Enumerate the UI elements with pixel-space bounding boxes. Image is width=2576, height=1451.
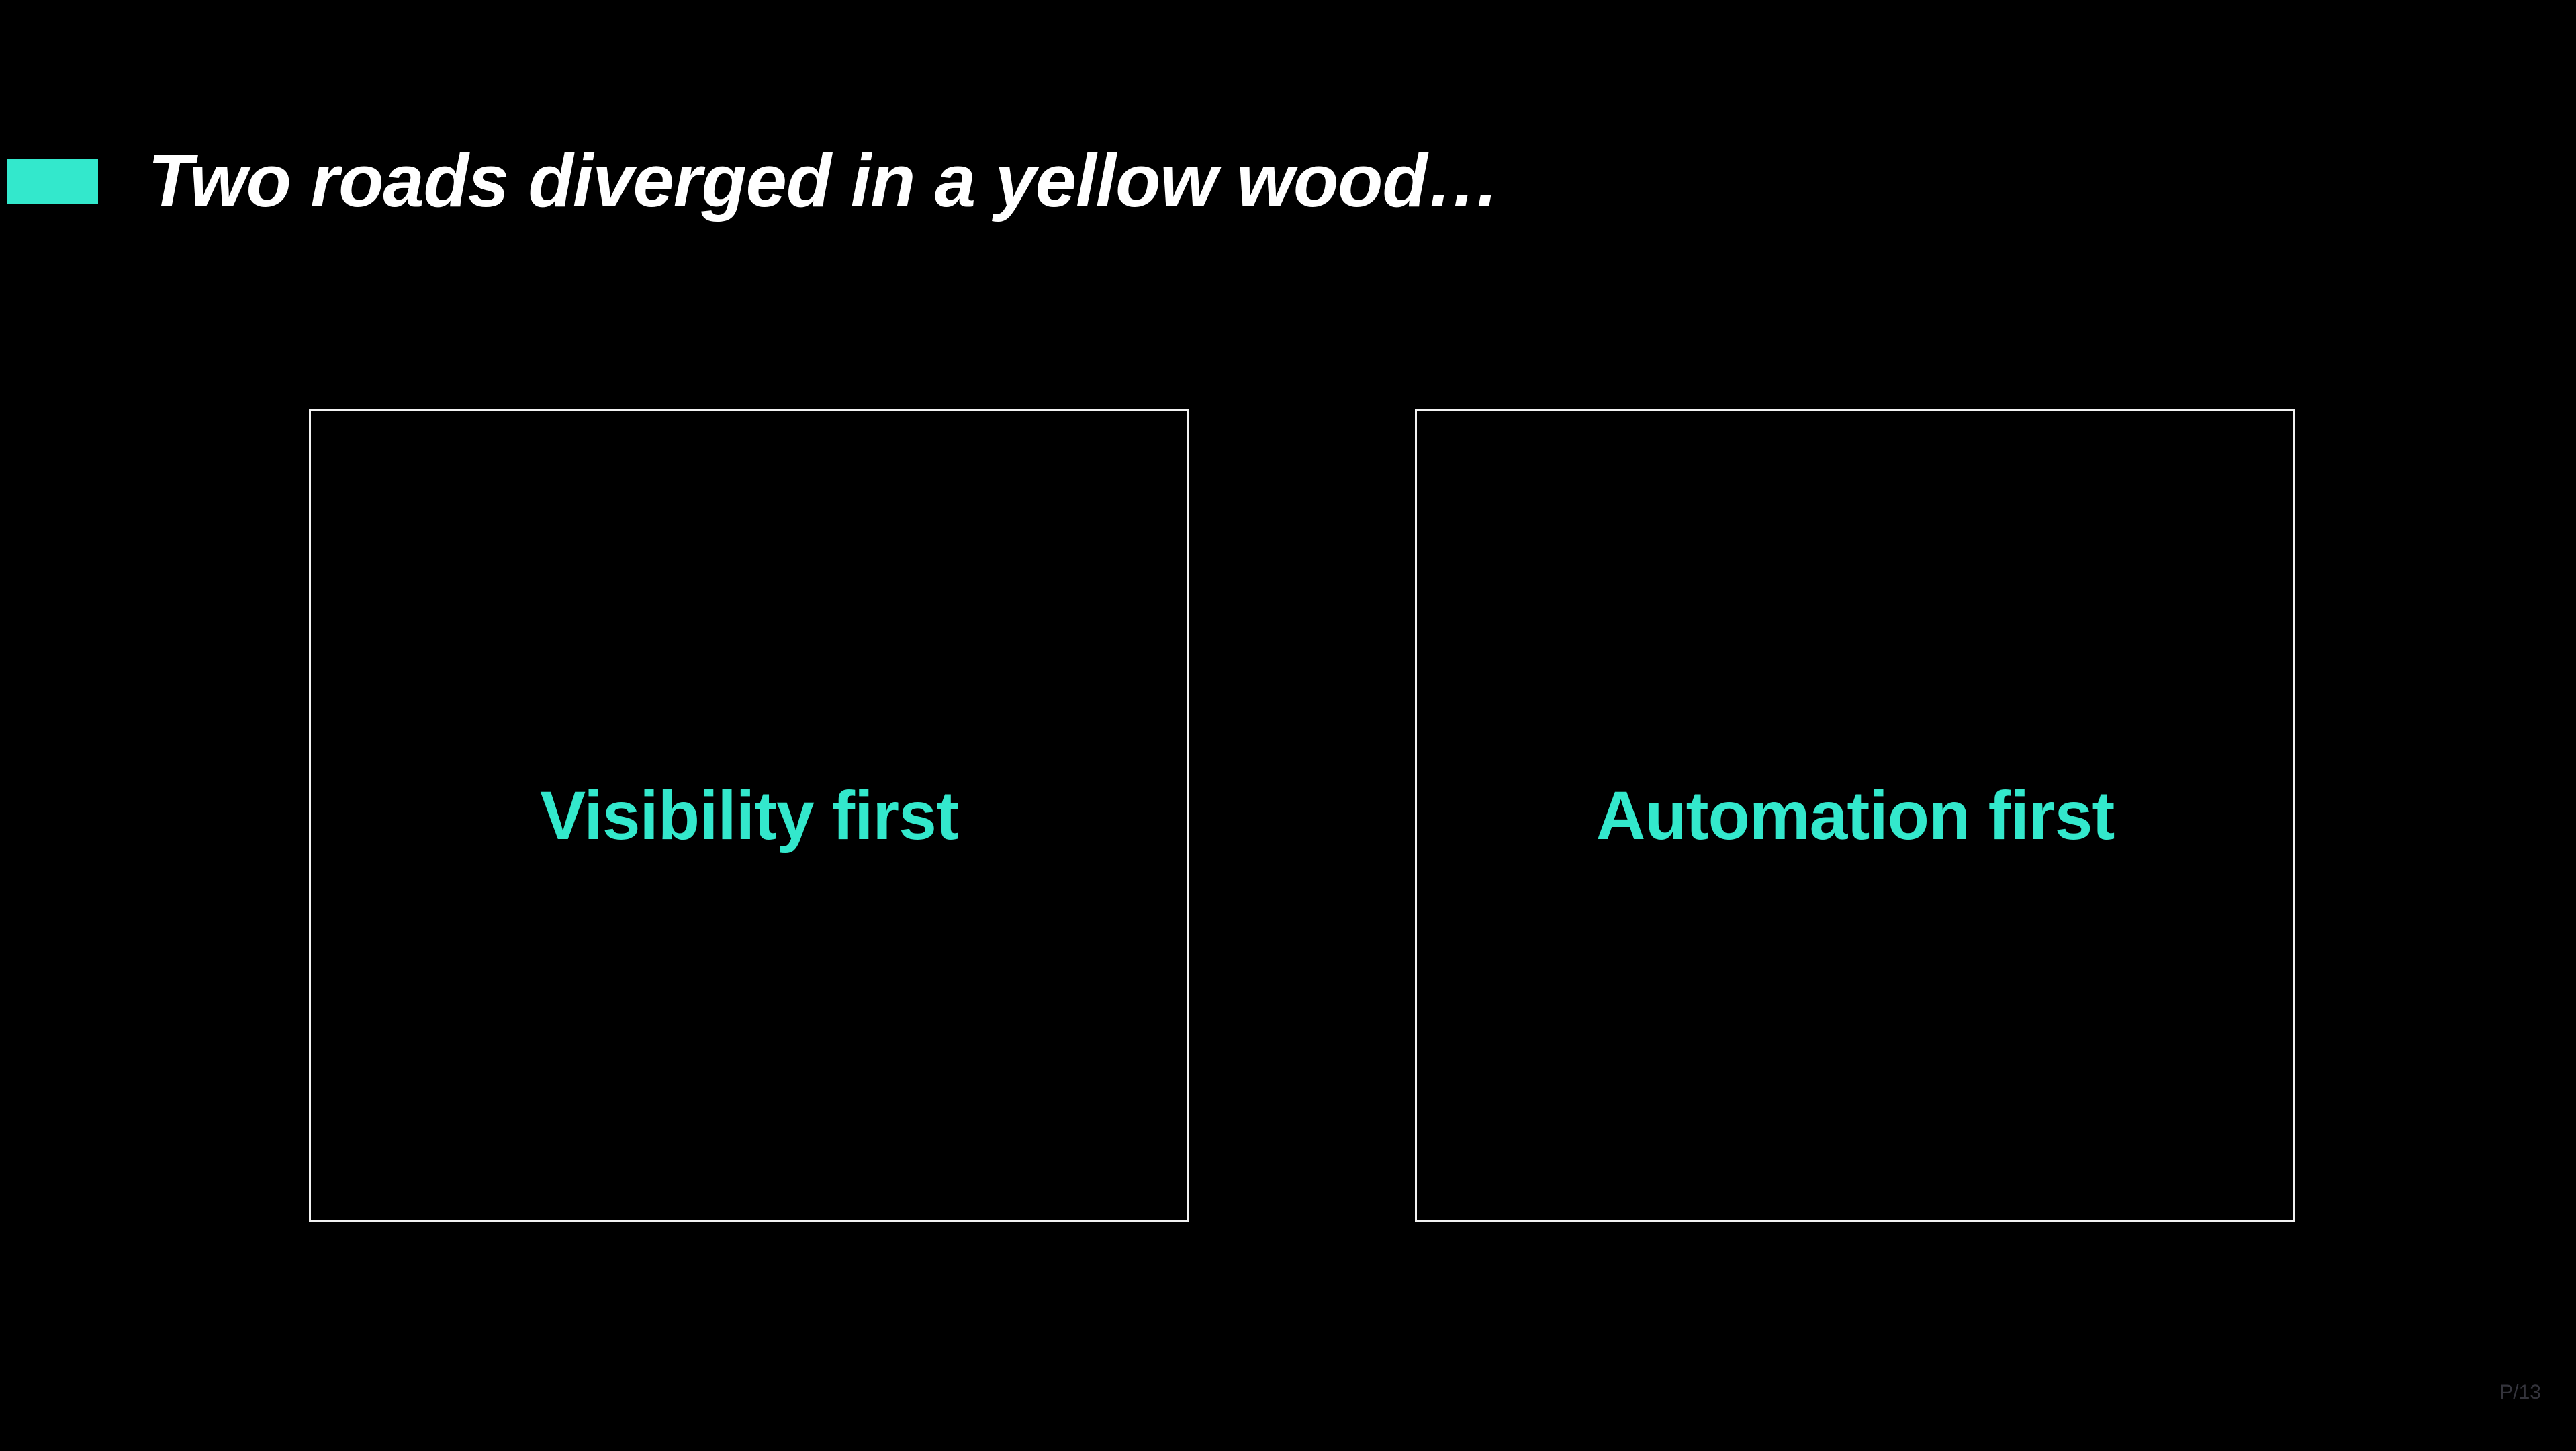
card-visibility-first: Visibility first [309, 409, 1189, 1222]
title-row: Two roads diverged in a yellow wood… [0, 134, 2576, 228]
accent-bar [7, 159, 98, 204]
card-automation-first: Automation first [1415, 409, 2295, 1222]
cards-container: Visibility first Automation first [309, 409, 2295, 1222]
slide-title: Two roads diverged in a yellow wood… [148, 140, 1501, 222]
page-number: P/13 [2499, 1381, 2541, 1403]
card-visibility-first-label: Visibility first [540, 777, 959, 854]
card-automation-first-label: Automation first [1596, 777, 2115, 854]
